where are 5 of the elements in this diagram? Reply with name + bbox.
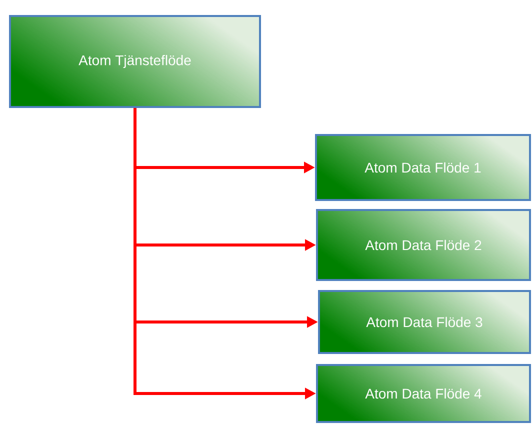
process-box: Atom Tjänsteflöde — [9, 15, 261, 108]
process-box: Atom Data Flöde 2 — [316, 209, 531, 281]
process-box: Atom Data Flöde 3 — [318, 290, 531, 354]
process-box: Atom Data Flöde 1 — [315, 134, 531, 201]
process-box: Atom Data Flöde 4 — [316, 364, 531, 423]
